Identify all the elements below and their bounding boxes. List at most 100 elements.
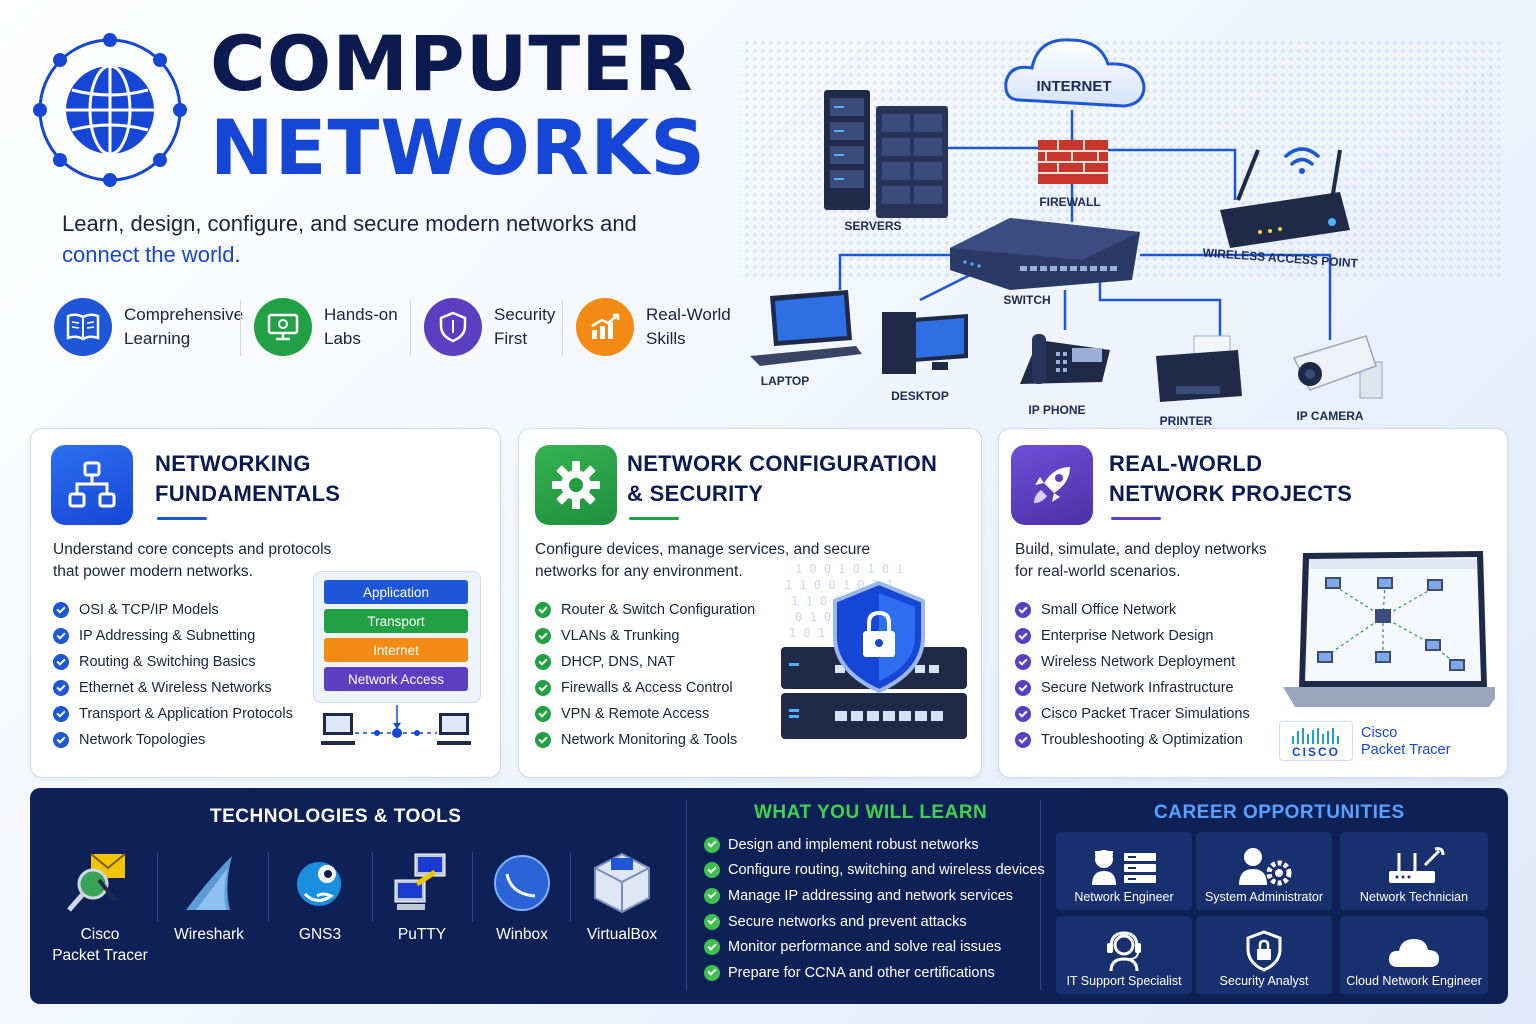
- check-icon: [704, 836, 720, 853]
- headset-icon: [1099, 928, 1149, 974]
- printer-label: PRINTER: [1160, 414, 1213, 428]
- wireless-access-point-icon: [1220, 147, 1350, 248]
- cisco-logo-icon: CISCO: [1279, 721, 1353, 761]
- router-wrench-icon: [1379, 844, 1449, 890]
- feature-divider: [240, 300, 241, 356]
- check-icon: [1015, 602, 1031, 618]
- check-icon: [53, 680, 69, 696]
- check-icon: [1015, 732, 1031, 748]
- title-underline: [1111, 517, 1161, 520]
- hero-title-line1: COMPUTER: [210, 19, 694, 108]
- laptop-icon: [750, 290, 862, 366]
- check-icon: [1015, 680, 1031, 696]
- list-item: Network Topologies: [53, 727, 293, 753]
- layer-application: Application: [324, 580, 468, 604]
- virtualbox-cube-icon: [572, 848, 672, 918]
- panel-divider: [1040, 800, 1041, 990]
- chart-up-icon: [576, 298, 634, 356]
- laptop-topology-illustration: [1275, 547, 1503, 732]
- check-icon: [1015, 706, 1031, 722]
- globe-logo-icon: [30, 30, 190, 195]
- hierarchy-icon: [51, 445, 133, 525]
- list-item: Enterprise Network Design: [1015, 623, 1250, 649]
- list-item: Ethernet & Wireless Networks: [53, 675, 293, 701]
- svg-text:1 0 0 1 0 1 0 1: 1 0 0 1 0 1 0 1: [795, 562, 903, 576]
- tool-divider: [472, 852, 473, 922]
- career-security-analyst: Security Analyst: [1196, 916, 1332, 994]
- hero-title-line2: NETWORKS: [210, 103, 706, 192]
- list-item: Monitor performance and solve real issue…: [704, 934, 1045, 960]
- check-icon: [535, 706, 551, 722]
- desktop-icon: [882, 312, 968, 374]
- topic-list: Router & Switch Configuration VLANs & Tr…: [535, 597, 755, 753]
- tcp-ip-layer-stack: Application Transport Internet Network A…: [313, 571, 481, 703]
- card-description: Configure devices, manage services, and …: [535, 541, 871, 580]
- ip-camera-icon: [1292, 335, 1383, 399]
- shield-icon: [424, 298, 482, 356]
- list-item: Troubleshooting & Optimization: [1015, 727, 1250, 753]
- tagline-highlight: connect the world: [62, 242, 235, 267]
- tools-heading: TECHNOLOGIES & TOOLS: [210, 806, 462, 827]
- career-system-administrator: System Administrator: [1196, 832, 1332, 910]
- wireshark-fin-icon: [159, 848, 259, 918]
- tool-divider: [570, 852, 571, 922]
- ip-phone-label: IP PHONE: [1028, 403, 1085, 417]
- layer-internet: Internet: [324, 638, 468, 662]
- list-item: Firewalls & Access Control: [535, 675, 755, 701]
- title-underline: [157, 517, 207, 520]
- check-icon: [1015, 654, 1031, 670]
- list-item: Router & Switch Configuration: [535, 597, 755, 623]
- printer-icon: [1156, 335, 1242, 402]
- list-item: Design and implement robust networks: [704, 832, 1045, 858]
- layer-network-access: Network Access: [324, 667, 468, 691]
- list-item: Secure Network Infrastructure: [1015, 675, 1250, 701]
- connection-lines: [838, 110, 1332, 345]
- desktop-label: DESKTOP: [891, 389, 949, 403]
- secure-switch-illustration: 1 0 0 1 0 1 0 1 1 1 0 0 1 0 1 1 1 1 0 0 …: [775, 561, 975, 756]
- book-icon: [54, 298, 112, 356]
- tool-divider: [157, 852, 158, 922]
- career-network-engineer: Network Engineer: [1056, 832, 1192, 910]
- list-item: Routing & Switching Basics: [53, 649, 293, 675]
- tool-putty: PuTTY: [372, 848, 472, 945]
- check-icon: [53, 706, 69, 722]
- learn-list: Design and implement robust networks Con…: [704, 832, 1045, 986]
- check-icon: [535, 680, 551, 696]
- packet-tracer-icon: [50, 848, 150, 918]
- layer-transport: Transport: [324, 609, 468, 633]
- gns3-chameleon-icon: [270, 848, 370, 918]
- tool-virtualbox: VirtualBox: [572, 848, 672, 945]
- check-icon: [535, 732, 551, 748]
- list-item: Transport & Application Protocols: [53, 701, 293, 727]
- list-item: VPN & Remote Access: [535, 701, 755, 727]
- career-network-technician: Network Technician: [1340, 832, 1488, 910]
- check-icon: [53, 654, 69, 670]
- list-item: Manage IP addressing and network service…: [704, 883, 1045, 909]
- check-icon: [535, 628, 551, 644]
- title-underline: [629, 517, 679, 520]
- learn-heading: WHAT YOU WILL LEARN: [754, 802, 988, 823]
- putty-icon: [372, 848, 472, 918]
- engineer-server-icon: [1084, 844, 1164, 890]
- card-network-configuration-security: NETWORK CONFIGURATION& SECURITY Configur…: [518, 428, 982, 778]
- switch-label: SWITCH: [1003, 293, 1050, 307]
- two-computers-link-icon: [319, 705, 479, 760]
- tool-wireshark: Wireshark: [159, 848, 259, 945]
- check-icon: [535, 654, 551, 670]
- list-item: Wireless Network Deployment: [1015, 649, 1250, 675]
- check-icon: [704, 913, 720, 930]
- hero-tagline: Learn, design, configure, and secure mod…: [62, 211, 637, 267]
- ip-phone-icon: [1020, 334, 1110, 384]
- list-item: DHCP, DNS, NAT: [535, 649, 755, 675]
- tool-winbox: Winbox: [472, 848, 572, 945]
- internet-label: INTERNET: [1037, 78, 1112, 95]
- list-item: Secure networks and prevent attacks: [704, 909, 1045, 935]
